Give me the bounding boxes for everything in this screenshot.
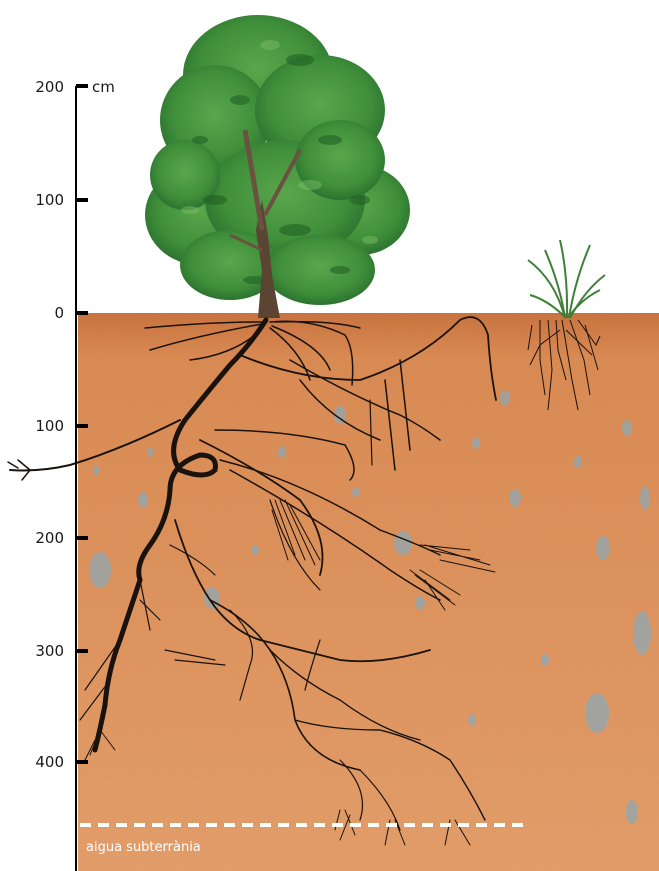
soil: [78, 313, 659, 871]
tick-label-above-100: 100: [35, 191, 64, 209]
tick-label-ground-0: 0: [54, 304, 64, 322]
tick-label-below-100: 100: [35, 417, 64, 435]
tick-label-above-200: 200: [35, 78, 64, 96]
tree-canopy: [145, 15, 410, 305]
groundwater-label: aigua subterrània: [86, 840, 201, 855]
grass-plant: [528, 240, 605, 318]
scale-unit-label: cm: [92, 78, 115, 96]
tick-label-below-300: 300: [35, 642, 64, 660]
tick-label-below-200: 200: [35, 529, 64, 547]
tick-label-below-400: 400: [35, 753, 64, 771]
